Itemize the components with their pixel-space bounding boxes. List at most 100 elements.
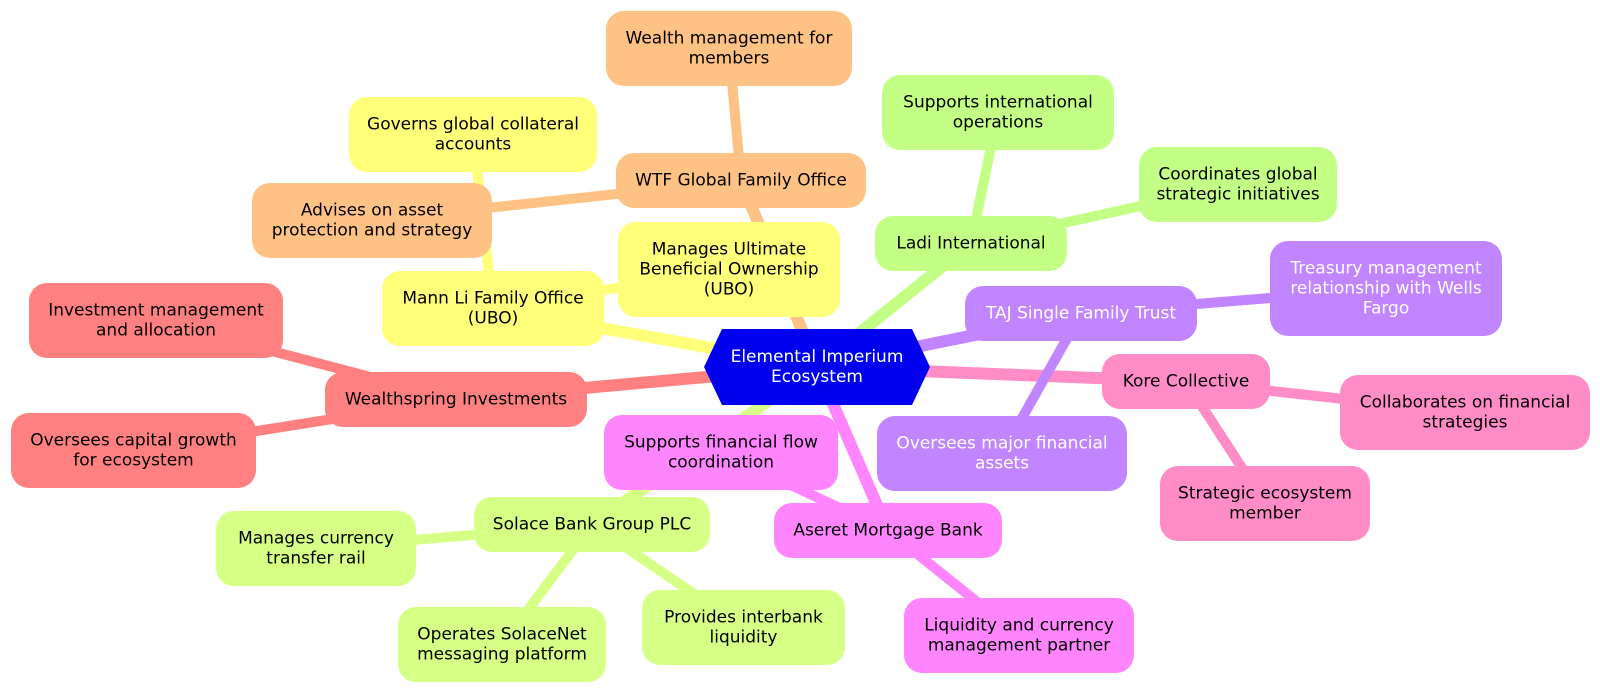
node-box <box>382 271 604 346</box>
root-hexagon <box>704 329 930 405</box>
node-box <box>774 503 1002 558</box>
aseret-c2-label-line: management partner <box>928 636 1110 656</box>
ladi-c1-label-line: Supports international <box>903 93 1093 113</box>
solace-c2-label-line: messaging platform <box>417 645 587 665</box>
node-box <box>1102 354 1270 409</box>
node-wtf: WTF Global Family Office <box>616 153 866 208</box>
solace-c1-label-line: Manages currency <box>238 529 394 549</box>
root-label-line: Elemental Imperium <box>731 347 904 367</box>
node-box <box>877 416 1127 491</box>
node-box <box>474 497 710 552</box>
kore-c2-label-line: member <box>1229 504 1301 524</box>
ladi-label-line: Ladi International <box>896 234 1045 254</box>
taj-c1-label-line: Fargo <box>1363 299 1410 319</box>
taj-c2-label-line: Oversees major financial <box>896 434 1107 454</box>
wtf-label-line: WTF Global Family Office <box>635 171 847 191</box>
taj-c1-label-line: relationship with Wells <box>1290 279 1482 299</box>
kore-c1-label-line: strategies <box>1423 413 1508 433</box>
node-box <box>618 222 840 317</box>
mannli-c2-label-line: Manages Ultimate <box>652 240 806 260</box>
wtf-c2-label-line: Advises on asset <box>301 201 444 221</box>
ws-c1-label-line: Investment management <box>48 301 264 321</box>
solace-label-line: Solace Bank Group PLC <box>493 515 691 535</box>
node-box <box>11 413 256 488</box>
node-box <box>965 286 1197 341</box>
mannli-label-line: (UBO) <box>468 309 518 329</box>
node-mannli: Mann Li Family Office(UBO) <box>382 271 604 346</box>
aseret-c2-label-line: Liquidity and currency <box>924 616 1114 636</box>
taj-c1-label-line: Treasury management <box>1289 259 1482 279</box>
node-box <box>904 598 1134 673</box>
node-box <box>1270 241 1502 336</box>
mannli-c1-label-line: accounts <box>435 135 512 155</box>
node-wealthspring: Wealthspring Investments <box>325 372 587 427</box>
node-kore: Kore Collective <box>1102 354 1270 409</box>
node-box <box>1340 375 1590 450</box>
node-box <box>616 153 866 208</box>
kore-label-line: Kore Collective <box>1123 372 1250 392</box>
node-box <box>1160 466 1370 541</box>
ladi-c1-label-line: operations <box>953 113 1044 133</box>
node-box <box>252 183 492 258</box>
node-ladi: Ladi International <box>875 216 1067 271</box>
taj-c2-label-line: assets <box>975 454 1029 474</box>
node-solace: Solace Bank Group PLC <box>474 497 710 552</box>
wealthspring-label-line: Wealthspring Investments <box>345 390 567 410</box>
ws-c2-label-line: Oversees capital growth <box>30 431 237 451</box>
wtf-c2-label-line: protection and strategy <box>272 221 473 241</box>
wtf-c1-label-line: Wealth management for <box>626 29 833 49</box>
aseret-label-line: Aseret Mortgage Bank <box>793 521 983 541</box>
mannli-c2-label-line: (UBO) <box>704 280 754 300</box>
node-box <box>325 372 587 427</box>
solace-c2-label-line: Operates SolaceNet <box>417 625 587 645</box>
solace-c1-label-line: transfer rail <box>266 549 365 569</box>
ladi-c2-label-line: strategic initiatives <box>1156 185 1319 205</box>
aseret-c1-label-line: Supports financial flow <box>624 433 818 453</box>
ws-c2-label-line: for ecosystem <box>73 451 193 471</box>
node-box <box>606 11 852 86</box>
mannli-c2-label-line: Beneficial Ownership <box>639 260 818 280</box>
kore-c2-label-line: Strategic ecosystem <box>1178 484 1352 504</box>
wtf-c1-label-line: members <box>689 49 770 69</box>
mindmap-nodes: WTF Global Family Office Wealth managemen… <box>11 11 1590 682</box>
solace-c3-label-line: Provides interbank <box>664 608 823 628</box>
node-box <box>604 415 838 490</box>
node-box <box>398 607 606 682</box>
kore-c1-label-line: Collaborates on financial <box>1360 393 1571 413</box>
node-box <box>29 283 283 358</box>
node-aseret: Aseret Mortgage Bank <box>774 503 1002 558</box>
aseret-c1-label-line: coordination <box>668 453 774 473</box>
ws-c1-label-line: and allocation <box>96 321 216 341</box>
node-box <box>642 590 845 665</box>
taj-label-line: TAJ Single Family Trust <box>985 304 1176 324</box>
mannli-label-line: Mann Li Family Office <box>402 289 583 309</box>
ladi-c2-label-line: Coordinates global <box>1158 165 1317 185</box>
solace-c3-label-line: liquidity <box>710 628 778 648</box>
root-label-line: Ecosystem <box>771 367 863 387</box>
node-taj: TAJ Single Family Trust <box>965 286 1197 341</box>
node-box <box>875 216 1067 271</box>
node-box <box>882 75 1114 150</box>
node-box <box>216 511 416 586</box>
mannli-c1-label-line: Governs global collateral <box>367 115 579 135</box>
node-box <box>1139 147 1337 222</box>
